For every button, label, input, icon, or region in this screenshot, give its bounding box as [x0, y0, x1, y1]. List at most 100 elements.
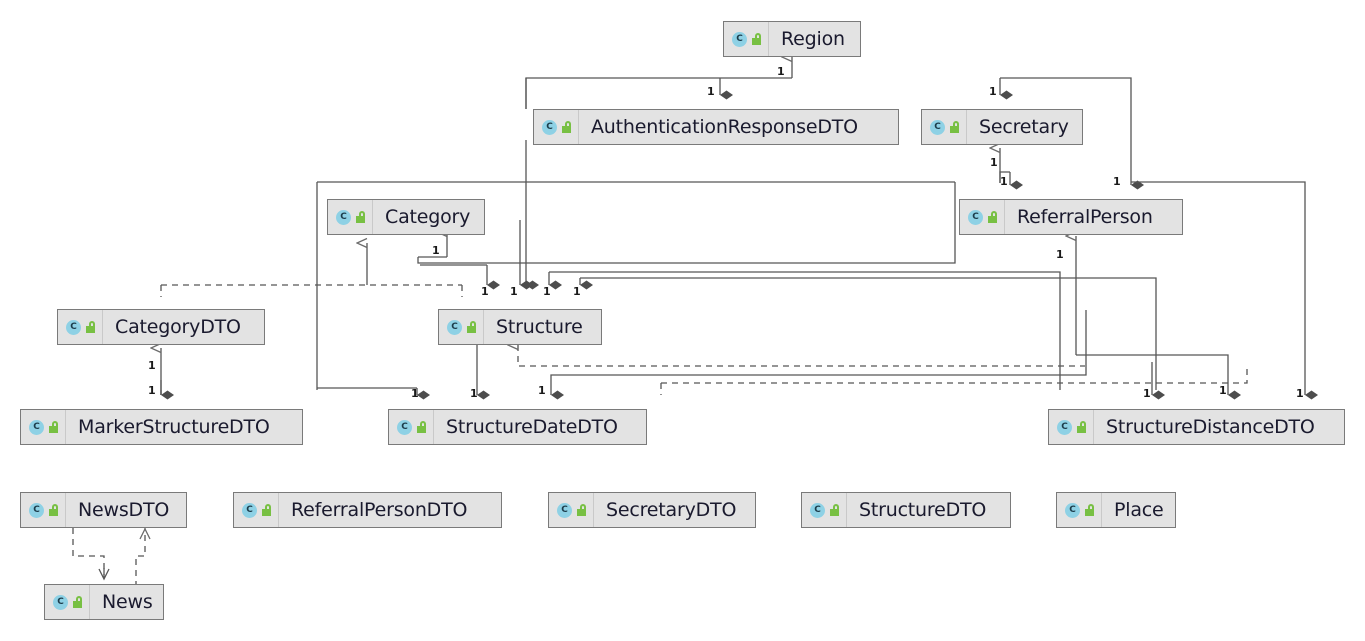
multiplicity-label: 1 — [989, 85, 997, 98]
class-box-region[interactable]: C Region — [723, 21, 861, 57]
multiplicity-label: 1 — [777, 65, 785, 78]
multiplicity-label: 1 — [990, 156, 998, 169]
open-lock-icon — [85, 321, 96, 333]
multiplicity-label: 1 — [573, 285, 581, 298]
class-label: StructureDistanceDTO — [1106, 416, 1315, 438]
class-c-icon: C — [397, 419, 412, 435]
class-c-icon: C — [66, 319, 81, 335]
multiplicity-label: 1 — [432, 244, 440, 257]
open-lock-icon — [561, 121, 572, 133]
class-label: NewsDTO — [78, 499, 170, 521]
class-icon-group: C — [234, 493, 279, 527]
class-label: Structure — [496, 316, 583, 338]
class-icon-group: C — [439, 310, 484, 344]
edge-category-struct-route — [417, 182, 956, 264]
class-c-icon: C — [930, 119, 945, 135]
class-label: Region — [781, 28, 845, 50]
class-label: News — [102, 591, 153, 613]
multiplicity-label: 1 — [1143, 387, 1151, 400]
multiplicity-label: 1 — [148, 359, 156, 372]
class-c-icon: C — [447, 319, 462, 335]
open-lock-icon — [1084, 504, 1095, 516]
open-lock-icon — [829, 504, 840, 516]
open-lock-icon — [261, 504, 272, 516]
class-icon-group: C — [58, 310, 103, 344]
class-c-icon: C — [1057, 419, 1072, 435]
multiplicity-label: 1 — [148, 384, 156, 397]
open-lock-icon — [751, 33, 762, 45]
newsdto-news-arrowhead — [98, 568, 110, 581]
open-lock-icon — [72, 596, 83, 608]
dashed-edges — [160, 284, 1248, 395]
class-box-structuredto[interactable]: C StructureDTO — [801, 492, 1011, 528]
multiplicity-label: 1 — [1296, 387, 1304, 400]
edge-into-structuredatedto-3-route — [550, 310, 1087, 388]
class-box-news[interactable]: C News — [44, 584, 164, 620]
multiplicity-label: 1 — [481, 285, 489, 298]
class-icon-group: C — [534, 110, 579, 144]
open-lock-icon — [987, 211, 998, 223]
open-lock-icon — [576, 504, 587, 516]
class-box-structuredistancedto[interactable]: C StructureDistanceDTO — [1048, 409, 1345, 445]
class-box-category[interactable]: C Category — [327, 199, 485, 235]
class-box-structuredatedto[interactable]: C StructureDateDTO — [388, 409, 647, 445]
open-lock-icon — [355, 211, 366, 223]
class-label: Place — [1114, 499, 1164, 521]
open-lock-icon — [48, 421, 59, 433]
multiplicity-label: 1 — [543, 285, 551, 298]
class-label: ReferralPerson — [1017, 206, 1153, 228]
class-box-secretary[interactable]: C Secretary — [921, 109, 1083, 145]
class-box-place[interactable]: C Place — [1056, 492, 1176, 528]
class-icon-group: C — [1057, 493, 1102, 527]
class-c-icon: C — [29, 502, 44, 518]
edge-into-structuredistancedto-2-route — [1076, 354, 1229, 388]
class-icon-group: C — [922, 110, 967, 144]
multiplicity-label: 1 — [1056, 248, 1064, 261]
class-label: Category — [385, 206, 471, 228]
class-c-icon: C — [29, 419, 44, 435]
class-c-icon: C — [557, 502, 572, 518]
class-c-icon: C — [968, 209, 983, 225]
class-icon-group: C — [802, 493, 847, 527]
edge-newsdto-news — [72, 528, 105, 575]
class-label: MarkerStructureDTO — [78, 416, 270, 438]
edge-into-structure-4-route — [580, 277, 1157, 390]
edge-dep-structuredatedto-structure — [517, 345, 1085, 367]
multiplicity-label: 1 — [538, 384, 546, 397]
multiplicity-label: 1 — [470, 387, 478, 400]
class-box-referralpersondto[interactable]: C ReferralPersonDTO — [233, 492, 502, 528]
class-box-markerstructuredto[interactable]: C MarkerStructureDTO — [20, 409, 303, 445]
open-lock-icon — [949, 121, 960, 133]
multiplicity-label: 1 — [510, 285, 518, 298]
edge-authresponsedto-region-route — [525, 77, 792, 109]
class-c-icon: C — [732, 31, 747, 47]
class-box-authenticationresponsedto[interactable]: C AuthenticationResponseDTO — [533, 109, 899, 145]
class-icon-group: C — [328, 200, 373, 234]
class-c-icon: C — [542, 119, 557, 135]
multiplicity-label: 1 — [1113, 175, 1121, 188]
multiplicity-label: 1 — [1000, 175, 1008, 188]
class-label: StructureDateDTO — [446, 416, 618, 438]
class-box-secretarydto[interactable]: C SecretaryDTO — [548, 492, 756, 528]
open-lock-icon — [416, 421, 427, 433]
open-lock-icon — [466, 321, 477, 333]
class-icon-group: C — [724, 22, 769, 56]
class-c-icon: C — [1065, 502, 1080, 518]
class-icon-group: C — [45, 585, 90, 619]
class-box-categorydto[interactable]: C CategoryDTO — [57, 309, 265, 345]
class-label: StructureDTO — [859, 499, 987, 521]
class-label: CategoryDTO — [115, 316, 241, 338]
class-box-structure[interactable]: C Structure — [438, 309, 602, 345]
class-icon-group: C — [549, 493, 594, 527]
class-icon-group: C — [389, 410, 434, 444]
class-box-newsdto[interactable]: C NewsDTO — [20, 492, 187, 528]
class-c-icon: C — [810, 502, 825, 518]
class-c-icon: C — [336, 209, 351, 225]
class-box-referralperson[interactable]: C ReferralPerson — [959, 199, 1183, 235]
class-icon-group: C — [21, 493, 66, 527]
class-c-icon: C — [53, 594, 68, 610]
multiplicity-label: 1 — [1219, 384, 1227, 397]
open-lock-icon — [1076, 421, 1087, 433]
multiplicity-label: 1 — [707, 85, 715, 98]
